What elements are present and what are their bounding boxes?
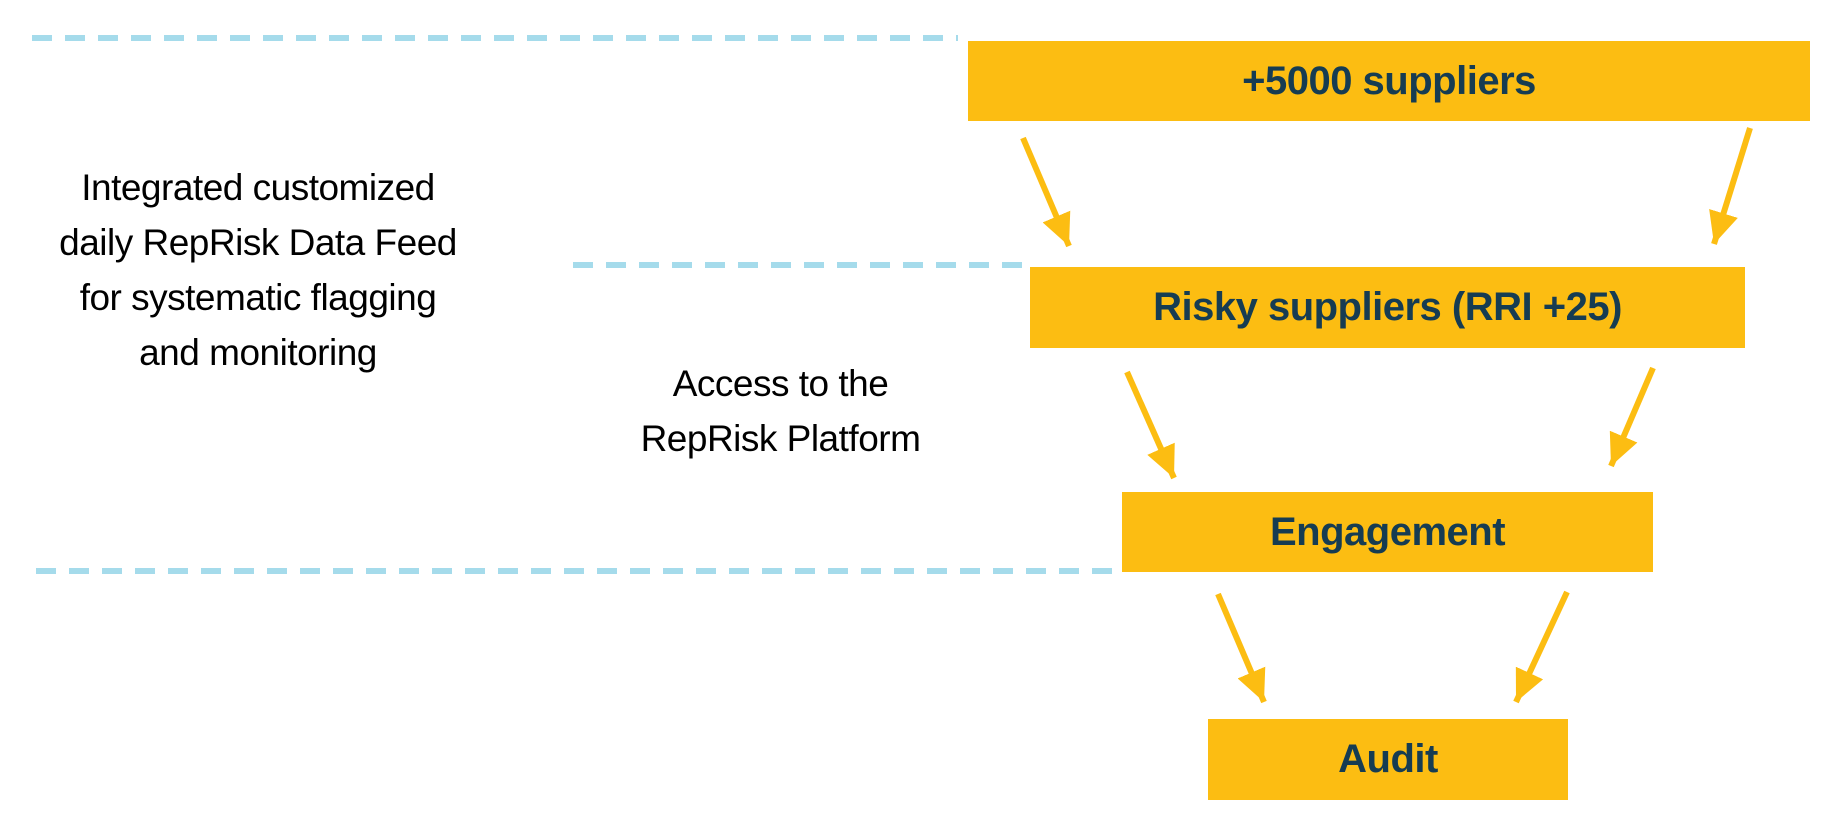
arrow-engagement-to-audit-left: [1215, 592, 1267, 704]
annotation-platform-access-line: RepRisk Platform: [640, 418, 921, 459]
dashed-separator-middle: [573, 262, 1029, 268]
stage-risky-suppliers: Risky suppliers (RRI +25): [1030, 267, 1745, 348]
annotation-platform-access: Access to the RepRisk Platform: [553, 356, 1008, 466]
arrow-risky-to-engagement-left: [1124, 370, 1177, 480]
dashed-separator-top: [32, 35, 958, 41]
annotation-data-feed-line: and monitoring: [139, 332, 377, 373]
arrow-risky-to-engagement-right: [1608, 366, 1656, 468]
arrow-engagement-to-audit-right: [1513, 590, 1570, 704]
annotation-data-feed-line: daily RepRisk Data Feed: [59, 222, 457, 263]
stage-risky-suppliers-label: Risky suppliers (RRI +25): [1153, 285, 1622, 329]
stage-engagement-label: Engagement: [1269, 509, 1506, 554]
stage-suppliers: +5000 suppliers: [968, 41, 1810, 121]
arrow-suppliers-to-risky-left: [1020, 136, 1072, 248]
annotation-data-feed-line: Integrated customized: [81, 167, 435, 208]
annotation-platform-access-line: Access to the: [672, 363, 889, 404]
annotation-data-feed: Integrated customized daily RepRisk Data…: [30, 160, 486, 380]
dashed-separator-bottom: [36, 568, 1121, 574]
stage-audit: Audit: [1208, 719, 1568, 800]
annotation-data-feed-line: for systematic flagging: [79, 277, 437, 318]
stage-audit-label: Audit: [1338, 737, 1438, 781]
stage-suppliers-label: +5000 suppliers: [1242, 58, 1536, 103]
arrow-suppliers-to-risky-right: [1709, 127, 1753, 245]
stage-engagement: Engagement: [1122, 492, 1653, 572]
